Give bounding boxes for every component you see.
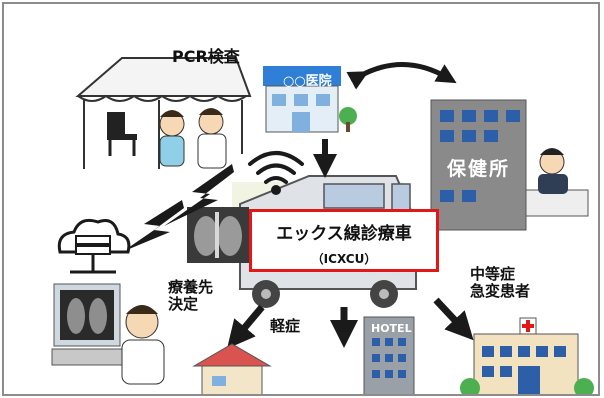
doctor-icon	[159, 108, 227, 169]
health-center-label: 保健所	[447, 158, 511, 180]
double-arrow-icon	[346, 62, 457, 90]
lightning-icon	[122, 164, 234, 252]
health-center-icon	[430, 99, 527, 231]
hospital-icon	[460, 317, 594, 394]
moderate-case-label: 中等症急変患者	[470, 265, 531, 301]
xray-vehicle-title: エックス線診療車	[276, 224, 412, 244]
destination-decision-label: 療養先決定	[168, 278, 214, 314]
tree-icon	[339, 107, 357, 132]
destination-decision-text: 療養先決定	[168, 278, 214, 314]
wifi-icon	[248, 151, 304, 195]
xray-vehicle-title-box: エックス線診療車 （ICXCU）	[249, 209, 439, 272]
house-icon	[192, 343, 272, 394]
cloud-server-icon	[57, 218, 131, 274]
official-icon	[525, 148, 589, 217]
clinic-icon	[263, 66, 341, 133]
moderate-case-text: 中等症急変患者	[470, 265, 531, 301]
hotel-label: HOTEL	[371, 322, 412, 335]
xray-vehicle-subtitle: （ICXCU）	[311, 252, 377, 266]
xray-monitor-icon	[51, 283, 165, 385]
xray-image-icon	[187, 207, 249, 263]
hotel-icon	[363, 316, 415, 394]
mild-case-label: 軽症	[270, 317, 301, 335]
arrow-down-icon	[433, 297, 474, 341]
tent-icon	[75, 57, 252, 169]
diagram-art	[51, 57, 594, 394]
clinic-label: ○○医院	[283, 74, 332, 89]
chair-icon	[107, 112, 137, 156]
pcr-label: PCR検査	[172, 47, 240, 66]
arrow-down-icon	[227, 304, 265, 349]
